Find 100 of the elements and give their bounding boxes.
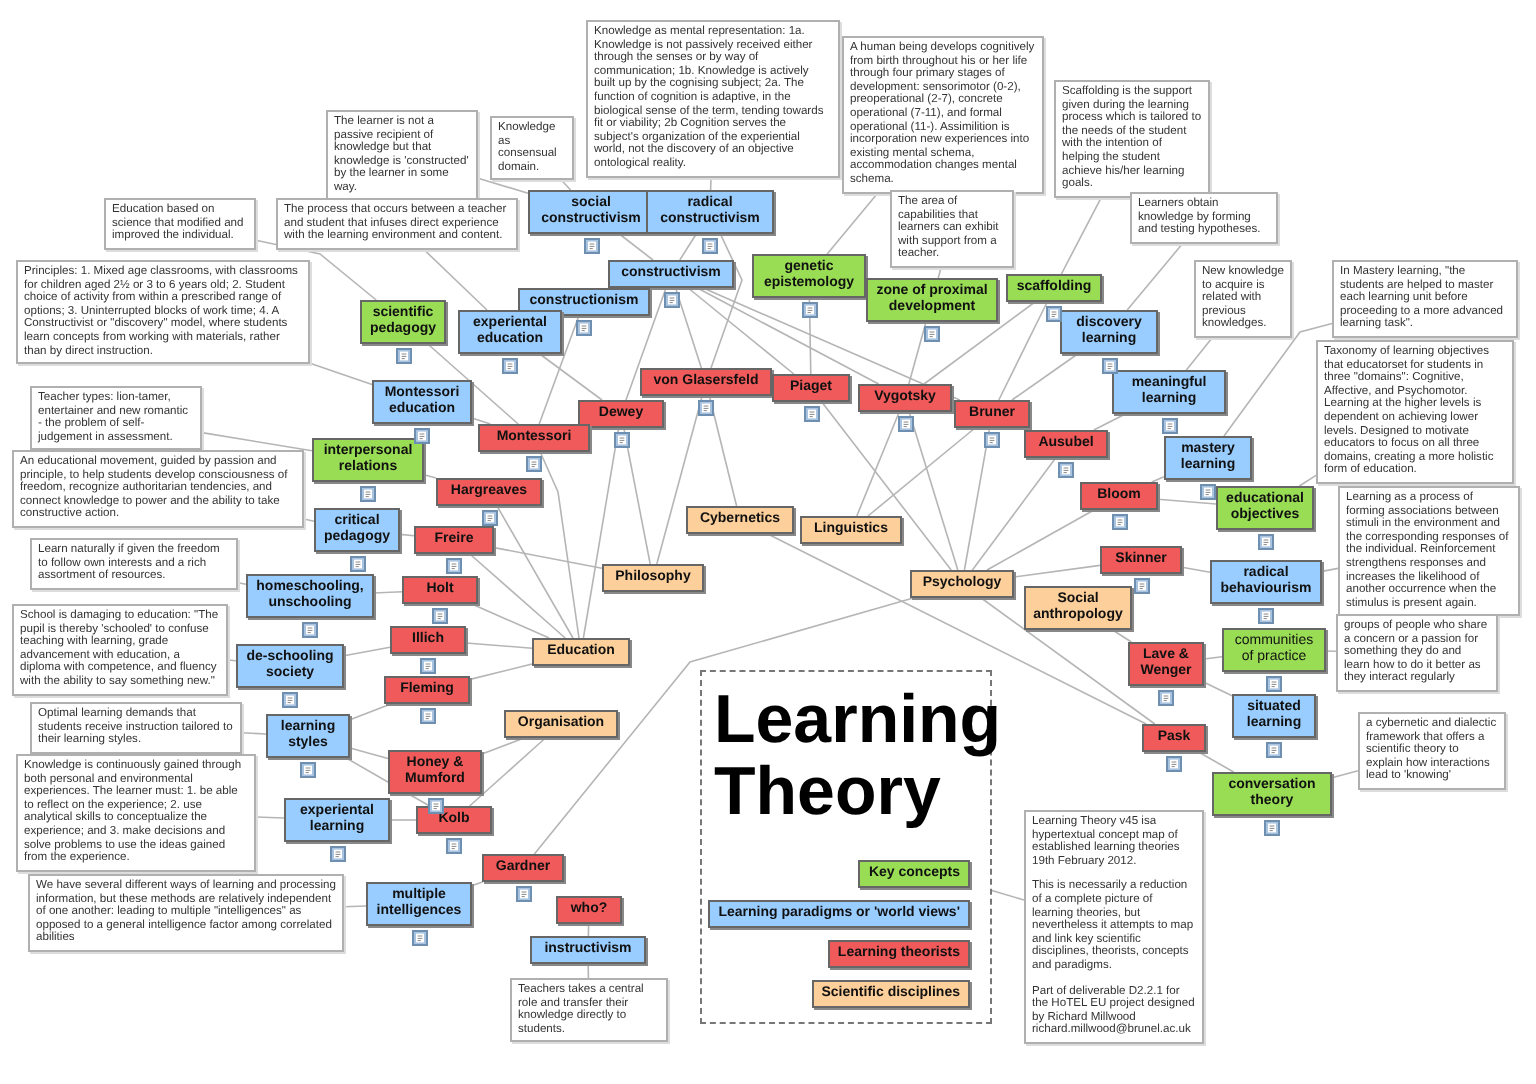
note-box: [276, 198, 518, 250]
concept-box: [1006, 274, 1102, 302]
connector-line: [1197, 751, 1235, 773]
connector-line: [998, 301, 1048, 401]
theorist-box: [390, 626, 466, 654]
paradigm-box: [372, 380, 472, 424]
connector-line: [1060, 196, 1102, 275]
concept-box: [312, 438, 424, 482]
theorist-box: [1080, 482, 1158, 510]
note-box: [890, 190, 1014, 268]
note-box: [16, 754, 256, 872]
paradigm-box: [646, 190, 774, 234]
connector-line: [1157, 498, 1217, 505]
connector-line: [533, 597, 914, 855]
concept-box: [866, 278, 998, 322]
connector-line: [1013, 564, 1101, 578]
connector-line: [389, 819, 417, 821]
note-box: [510, 978, 668, 1043]
theorist-box: [954, 400, 1030, 428]
connector-line: [469, 663, 533, 681]
theorist-box: [578, 400, 664, 428]
connector-line: [679, 233, 697, 261]
paradigm-box: [314, 508, 400, 552]
connector-line: [1203, 656, 1223, 660]
theorist-box: [482, 854, 564, 882]
theorist-box: [556, 896, 622, 924]
theorist-box: [640, 368, 772, 396]
discipline-box: [504, 710, 618, 738]
connector-line: [971, 457, 1057, 571]
connector-line: [826, 192, 879, 255]
discipline-box: [910, 570, 1014, 598]
connector-line: [1181, 566, 1211, 573]
note-box: [1130, 192, 1278, 244]
connector-line: [469, 553, 566, 639]
theorist-box: [478, 424, 590, 452]
connector-line: [468, 737, 547, 807]
connector-line: [618, 233, 654, 261]
theorist-box: [1100, 546, 1182, 574]
discipline-box: [800, 516, 902, 544]
discipline-box: [532, 638, 630, 666]
paradigm-box: [246, 574, 374, 618]
connector-line: [241, 732, 267, 735]
paradigm-box: [236, 644, 344, 688]
connector-line: [493, 546, 603, 569]
paradigm-box: [1060, 310, 1158, 354]
connector-line: [674, 287, 703, 369]
connector-line: [708, 395, 738, 507]
paradigm-box: [366, 882, 472, 926]
note-box: [30, 702, 242, 754]
connector-line: [538, 315, 580, 425]
connector-line: [423, 248, 488, 311]
connector-line: [496, 505, 574, 639]
connector-line: [1298, 474, 1317, 487]
theorist-box: [436, 478, 542, 506]
connector-line: [923, 301, 1036, 385]
discipline-box: [1024, 586, 1132, 630]
theorist-box: [402, 576, 478, 604]
connector-line: [710, 233, 743, 369]
connector-line: [539, 353, 603, 401]
connector-line: [908, 411, 959, 571]
concept-box: [1212, 772, 1332, 816]
connector-line: [349, 747, 389, 760]
theorist-box: [414, 526, 494, 554]
paradigm-box: [1210, 560, 1322, 604]
connector-line: [582, 427, 620, 639]
connector-line: [867, 427, 976, 517]
connector-line: [696, 287, 880, 385]
connector-line: [343, 905, 367, 908]
paradigm-box: [1232, 694, 1316, 738]
paradigm-box: [608, 260, 734, 288]
connector-line: [856, 411, 900, 517]
connector-line: [1331, 770, 1359, 779]
theorist-box: [858, 384, 952, 412]
connector-line: [821, 401, 952, 571]
note-box: [12, 450, 304, 528]
connector-line: [656, 395, 703, 565]
discipline-box: [686, 506, 794, 534]
connector-line: [349, 703, 392, 721]
connector-line: [687, 287, 795, 375]
discipline-box: [602, 564, 704, 592]
note-box: [586, 20, 840, 178]
connector-line: [373, 591, 403, 594]
paradigm-box: [284, 798, 390, 842]
note-box: [1332, 260, 1518, 338]
theorist-box: [772, 374, 850, 402]
connector-line: [1011, 353, 1079, 401]
theorist-box: [1128, 642, 1204, 686]
connector-line: [201, 431, 313, 452]
paradigm-box: [518, 288, 650, 316]
connector-line: [1126, 242, 1184, 311]
connector-line: [625, 287, 667, 401]
connector-line: [908, 321, 927, 385]
connector-line: [255, 816, 285, 819]
concept-box: [752, 254, 866, 298]
connector-line: [1185, 337, 1213, 371]
note-box: [104, 198, 256, 250]
connector-line: [471, 417, 492, 425]
connector-line: [1151, 476, 1165, 483]
connector-line: [309, 362, 373, 386]
theorist-box: [416, 806, 492, 834]
